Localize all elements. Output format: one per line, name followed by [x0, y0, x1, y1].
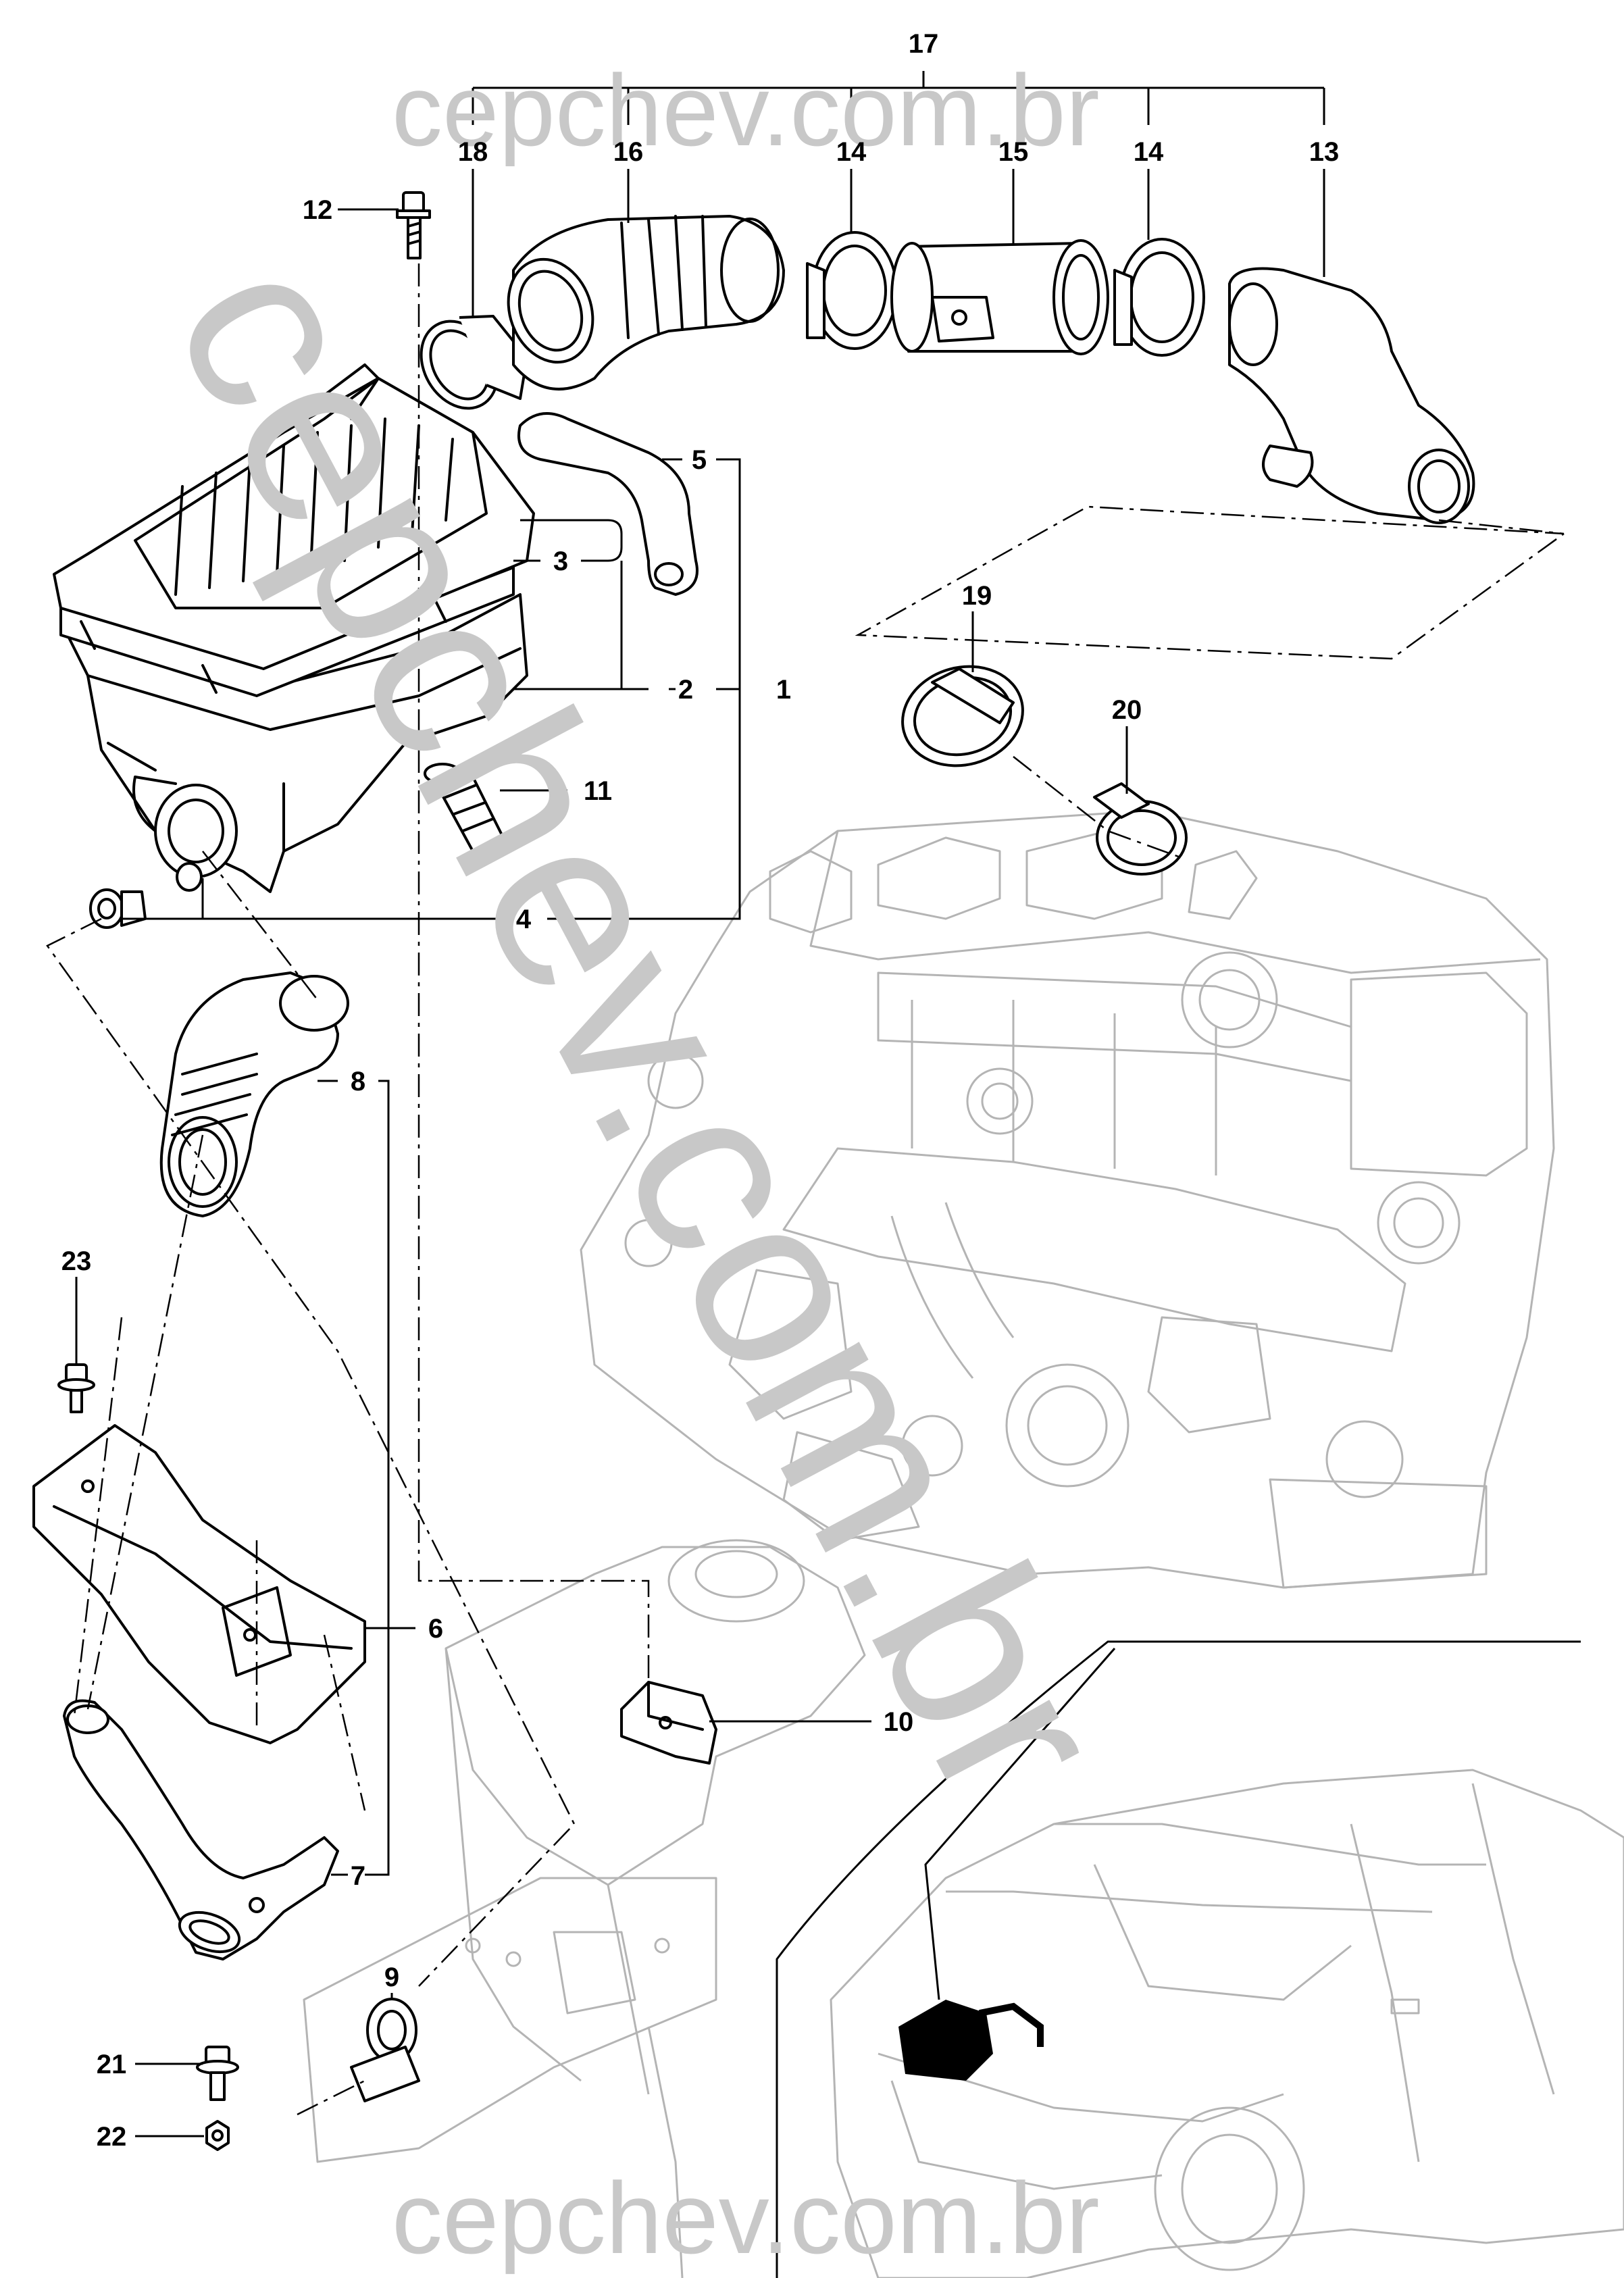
- body-panel-illustration: [303, 1539, 866, 2278]
- callout-2: 2: [678, 675, 693, 705]
- part-10-bracket: [620, 1681, 717, 1765]
- part-20-clamp: [1093, 782, 1188, 876]
- part-7-intake-duct: [63, 1699, 339, 1960]
- air-cleaner-assembly: [53, 363, 535, 893]
- part-4-grommets: [89, 862, 203, 929]
- part-22-nut: [205, 2120, 230, 2151]
- callout-16: 16: [613, 137, 644, 167]
- leader-lines: [75, 71, 1581, 2278]
- callout-17: 17: [909, 29, 939, 59]
- callout-labels: 17 18 16 14 15 14 13 12 5 3 2 1 11 4 19 …: [61, 29, 1340, 2152]
- part-11-hose-stub: [424, 762, 508, 859]
- callout-3: 3: [553, 547, 568, 576]
- part-21-bolt: [196, 2046, 239, 2101]
- callout-5: 5: [692, 445, 707, 475]
- part-5-breather-hose: [517, 412, 699, 596]
- callout-19: 19: [962, 581, 992, 611]
- intake-duct-assembly: [420, 215, 1475, 524]
- part-12-bolt: [396, 191, 431, 259]
- callout-21: 21: [97, 2050, 127, 2079]
- callout-7: 7: [351, 1861, 365, 1891]
- watermark-top: cepchev.com.br: [392, 53, 1100, 167]
- assembly-lines: [46, 263, 1565, 2116]
- callout-12: 12: [303, 195, 333, 225]
- callout-6: 6: [428, 1614, 443, 1644]
- callout-13: 13: [1309, 137, 1340, 167]
- part-19-clamp: [901, 665, 1024, 767]
- callout-14-left: 14: [836, 137, 867, 167]
- part-6-bracket: [32, 1424, 366, 1744]
- part-8-hose: [159, 971, 349, 1217]
- callout-20: 20: [1112, 695, 1142, 725]
- callout-22: 22: [97, 2122, 127, 2152]
- callout-4: 4: [516, 905, 532, 934]
- part-9-mount: [350, 1998, 420, 2102]
- callout-8: 8: [351, 1067, 365, 1096]
- highlight-airbox-location: [898, 2000, 993, 2081]
- watermarks: cepchev.com.br cepchev.com.br cepchev.co…: [122, 53, 1160, 2275]
- watermark-bottom: cepchev.com.br: [392, 2161, 1100, 2275]
- callout-23: 23: [61, 1246, 92, 1276]
- callout-15: 15: [998, 137, 1029, 167]
- engine-illustration: [580, 809, 1555, 1589]
- callout-11: 11: [584, 776, 612, 806]
- callout-14-right: 14: [1134, 137, 1164, 167]
- callout-9: 9: [384, 1963, 399, 1992]
- car-illustration: [830, 1769, 1624, 2278]
- callout-18: 18: [458, 137, 488, 167]
- part-23-bolt: [57, 1363, 95, 1413]
- callout-1: 1: [776, 675, 791, 705]
- callout-10: 10: [884, 1707, 914, 1737]
